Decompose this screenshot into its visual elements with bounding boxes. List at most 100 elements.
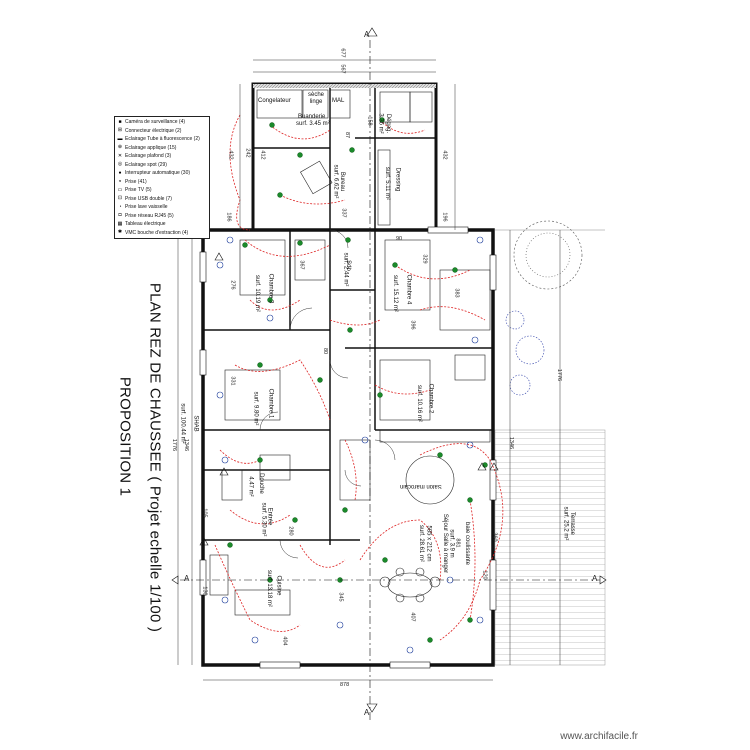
room-degagement-area: 3.36 m² <box>377 113 384 134</box>
panel-icon: ▦ <box>117 220 123 227</box>
room-chambre3: Chambre 3 <box>267 273 274 304</box>
dim-412: 412 <box>259 150 266 160</box>
dim-242: 242 <box>244 148 251 158</box>
dimension-lines <box>177 59 561 681</box>
furniture <box>209 89 491 616</box>
room-bureau-area: surf. 6.62 m² <box>332 164 339 199</box>
windows <box>199 226 497 669</box>
electrical-symbols <box>199 117 499 654</box>
wall-fill-top <box>253 84 436 88</box>
room-terrasse: Terrasse <box>569 511 576 536</box>
dim-80: 80 <box>322 347 329 355</box>
connector-icon: ⊞ <box>117 127 123 134</box>
terrace-grid <box>494 429 606 666</box>
dim-158: 158 <box>366 116 373 126</box>
dim-top-a: 677 <box>339 48 346 58</box>
dim-404: 404 <box>281 636 288 646</box>
legend-item: ▬Eclairage Tube à fluorescence (2) <box>117 135 207 144</box>
dim-130: 130 <box>201 586 208 596</box>
dim-276: 276 <box>229 280 236 290</box>
dim-337: 337 <box>340 208 347 218</box>
legend-item: ◔Prise lave vaisselle <box>117 203 207 212</box>
dim-367: 367 <box>298 260 305 270</box>
section-a-left: A <box>184 574 190 583</box>
legend-item: ●Interrupteur automatique (30) <box>117 169 207 178</box>
room-chambre2-area: surf. 10.16 m² <box>416 384 423 423</box>
room-shab: SHAB <box>192 415 199 432</box>
legend: ■Caméra de surveillance (4)⊞Connecteur é… <box>114 116 210 239</box>
legend-item: ▦Tableau électrique <box>117 220 207 229</box>
room-sdb-area: surf. 2.44 m² <box>342 252 349 287</box>
room-dressing: Dressing <box>394 167 401 192</box>
dim-87: 87 <box>344 131 351 139</box>
rj45-socket-icon: ◘ <box>118 212 122 219</box>
dim-383: 383 <box>453 288 460 298</box>
room-baie: baie coulissante <box>464 521 471 566</box>
fluorescent-tube-icon: ▬ <box>117 135 123 142</box>
dim-881: 881 <box>454 538 461 548</box>
room-chambre1-area: surf. 9.80 m² <box>252 391 259 426</box>
room-buanderie: Buanderie <box>298 114 326 120</box>
room-bureau: Bureau <box>339 171 346 192</box>
room-entree-area: surf. 5.30 m² <box>260 502 267 537</box>
legend-item: ◒Prise (41) <box>117 178 207 187</box>
room-chambre1: Chambre 1 <box>267 388 274 419</box>
electrical-wiring <box>214 114 504 641</box>
socket-icon: ◒ <box>118 178 122 185</box>
room-chambre3-area: surf. 10.19 m² <box>254 274 261 313</box>
legend-label: Prise TV (5) <box>125 187 152 193</box>
room-dressing-area: surf. 5.11 m² <box>384 166 391 201</box>
legend-item: ⊕Eclairage applique (15) <box>117 144 207 153</box>
legend-item: ◎Eclairage spot (29) <box>117 161 207 170</box>
spot-light-icon: ◎ <box>117 161 123 168</box>
legend-item: ▭Prise TV (5) <box>117 186 207 195</box>
door-swings <box>259 229 396 559</box>
dim-407: 407 <box>409 612 416 622</box>
room-sejour-dims: 585 x 212 cm <box>425 525 432 562</box>
tv-socket-icon: ▭ <box>117 186 123 193</box>
room-cuisine-area: surf. 13.18 m² <box>266 569 273 608</box>
section-a-right: A <box>592 574 598 583</box>
dim-331: 331 <box>229 376 236 386</box>
dim-left-1776: 1776 <box>171 438 178 452</box>
room-salon-marocain: Salon marocain <box>400 483 442 489</box>
legend-label: Connecteur électrique (2) <box>125 127 182 134</box>
camera-icon: ■ <box>118 118 122 125</box>
legend-item: ✕Eclairage plafond (3) <box>117 152 207 161</box>
section-a-top: A <box>364 30 370 39</box>
dim-top-b: 567 <box>339 64 346 74</box>
room-congelateur: Congelateur <box>258 98 291 104</box>
room-chambre4: Chambre 4 <box>405 274 412 305</box>
dim-186: 186 <box>225 212 232 222</box>
dim-396: 396 <box>409 320 416 330</box>
dim-432-left: 432 <box>227 150 234 160</box>
dim-left-1346: 1346 <box>183 438 190 452</box>
legend-label: Eclairage plafond (3) <box>125 153 172 159</box>
vmc-icon: ✱ <box>117 229 123 236</box>
legend-label: Prise USB double (7) <box>125 195 172 202</box>
dim-329: 329 <box>421 254 428 264</box>
plan-title: PLAN REZ DE CHAUSSEE ( Projet echelle 1/… <box>146 282 164 633</box>
dim-120: 120 <box>481 570 488 580</box>
room-douche-area: 4.47 m² <box>247 476 254 497</box>
legend-item: ✱VMC bouche d'extraction (4) <box>117 229 207 238</box>
tree-icons <box>505 220 583 396</box>
dim-right-1776: 1776 <box>556 368 563 382</box>
room-buanderie-area: surf. 3.45 m² <box>296 121 330 127</box>
auto-switch-icon: ● <box>118 169 122 176</box>
room-cuisine: Cuisine <box>275 575 282 596</box>
legend-item: ⊡Prise USB double (7) <box>117 195 207 204</box>
section-a-bottom: A <box>364 708 370 717</box>
room-chambre4-area: surf. 15.12 m² <box>392 274 399 313</box>
room-seche-linge: sèche linge <box>307 92 324 105</box>
dishwasher-socket-icon: ◔ <box>118 203 122 210</box>
legend-label: Eclairage Tube à fluorescence (2) <box>125 136 200 142</box>
wall-light-icon: ⊕ <box>117 144 123 151</box>
legend-label: Eclairage applique (15) <box>125 144 177 151</box>
section-markers <box>171 27 607 720</box>
room-douche: Douche <box>257 473 264 494</box>
room-terrasse-area: surf. 25.2 m² <box>562 506 569 541</box>
legend-label: Caméra de surveillance (4) <box>125 119 186 125</box>
room-shab-area: surf. 100.44 m² <box>179 403 186 444</box>
dim-right-1346: 1346 <box>508 436 515 450</box>
